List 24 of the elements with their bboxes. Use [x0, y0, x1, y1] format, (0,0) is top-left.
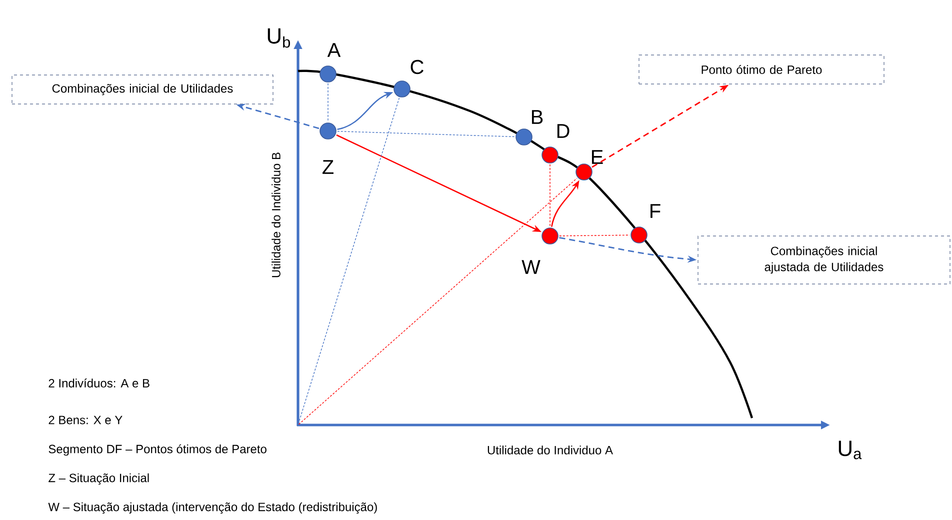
point-label: C: [410, 60, 424, 74]
note-text: Segmento DF – Pontos ótimos de Pareto: [48, 444, 266, 456]
axis-title: Utilidade do Individuo B: [272, 152, 280, 278]
guide-line: [337, 130, 515, 138]
point-label: D: [557, 124, 570, 138]
point-label: E: [592, 150, 603, 164]
guide-line: [298, 178, 578, 425]
callout-box: Ponto ótimo de Pareto: [638, 54, 884, 84]
callout-box: Combinações inicial ajustada de Utilidades: [698, 236, 950, 284]
point-label: W: [522, 260, 540, 274]
point-label: B: [532, 110, 543, 124]
note-text: Z – Situação Inicial: [48, 473, 149, 485]
callout-box: Combinações inicial de Utilidades: [12, 74, 274, 104]
point-label: Z: [322, 160, 334, 174]
point-label: F: [650, 204, 660, 218]
guide-line: [559, 234, 630, 236]
note-text: 2 Indivíduos: A e B: [48, 378, 150, 388]
axis-symbol: U$_{b}$: [268, 28, 290, 48]
axis-symbol: U$_{a}$: [838, 440, 862, 460]
point-label: A: [327, 43, 341, 57]
axis-title: Utilidade do Individuo A: [488, 446, 613, 454]
note-text: W – Situação ajustada (intervenção do Estado (redistribuição): [48, 502, 377, 514]
guide-line: [298, 98, 400, 424]
note-text: 2 Bens: X e Y: [48, 416, 122, 424]
